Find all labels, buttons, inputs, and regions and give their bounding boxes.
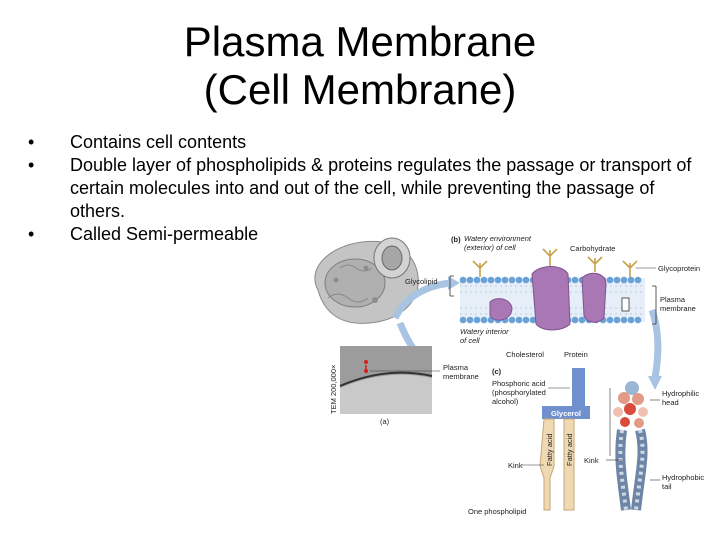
kink-label-left: Kink	[508, 461, 523, 470]
cholesterol-label: Cholesterol	[506, 350, 544, 359]
membrane-figure: (b) Watery environment (exterior) of cel…	[300, 228, 720, 528]
glycerol-block	[542, 406, 590, 419]
plasma-membrane-label: Plasma	[660, 295, 686, 304]
plasma-membrane-label-2: membrane	[660, 304, 696, 313]
fatty-acid-tail	[539, 418, 555, 511]
bullet-item: • Called Semi-permeable	[22, 223, 702, 246]
hydrophilic-head-label-2: head	[662, 398, 679, 407]
glycolipid-label: Glycolipid	[405, 277, 438, 286]
glycoprotein-label: Glycoprotein	[658, 264, 700, 273]
electron-micrograph	[339, 346, 433, 414]
title-line-1: Plasma Membrane	[183, 18, 537, 65]
phospholipid-model	[613, 381, 648, 511]
membrane-protein	[531, 266, 571, 331]
watery-environment-label: Watery environment	[464, 234, 532, 243]
lipid-bilayer	[459, 248, 645, 331]
protein-label: Protein	[564, 350, 588, 359]
bullet-text: Contains cell contents	[70, 132, 247, 152]
membrane-figure-svg: (b) Watery environment (exterior) of cel…	[314, 234, 704, 516]
phosphoric-acid-label-2: (phosphorylated	[492, 388, 546, 397]
bullet-dot: •	[28, 224, 35, 244]
micrograph-scale-label: TEM 200,000×	[329, 365, 338, 414]
fatty-acid-tail	[563, 418, 575, 511]
hydrophobic-tail-label: Hydrophobic	[662, 473, 704, 482]
phosphate-block	[572, 368, 585, 406]
watery-interior-label-2: of cell	[460, 336, 480, 345]
panel-a-label: (a)	[380, 417, 390, 426]
carbohydrate-chains	[472, 248, 638, 277]
fatty-acid-label-2: Fatty acid	[565, 433, 574, 466]
zoom-arrow-top	[391, 279, 451, 320]
panel-c-label: (c)	[492, 367, 502, 376]
bullet-item: • Contains cell contents	[22, 131, 702, 154]
bullet-text: Double layer of phospholipids & proteins…	[70, 155, 692, 221]
watery-interior-label: Watery interior	[460, 327, 509, 336]
plasma-membrane-micro-label-2: membrane	[443, 372, 479, 381]
bullet-item: • Double layer of phospholipids & protei…	[22, 154, 702, 223]
carbohydrate-label: Carbohydrate	[570, 244, 615, 253]
bullet-list: • Contains cell contents • Double layer …	[22, 131, 702, 246]
kink-label-right: Kink	[584, 456, 599, 465]
plasma-membrane-micro-label: Plasma	[443, 363, 469, 372]
bullet-text: Called Semi-permeable	[70, 224, 259, 244]
glycerol-label: Glycerol	[551, 409, 581, 418]
panel-b-label: (b)	[451, 235, 461, 244]
phosphoric-acid-label: Phosphoric acid	[492, 379, 545, 388]
zoom-arrow-right	[648, 308, 662, 379]
title-line-2: (Cell Membrane)	[203, 66, 517, 113]
bullet-dot: •	[28, 132, 35, 152]
membrane-protein	[581, 272, 607, 323]
membrane-protein	[489, 298, 513, 321]
phosphoric-acid-label-3: alcohol)	[492, 397, 519, 406]
watery-environment-label-2: (exterior) of cell	[464, 243, 516, 252]
cell-illustration	[314, 237, 419, 324]
hydrophilic-head-label: Hydrophilic	[662, 389, 699, 398]
slide-title: Plasma Membrane (Cell Membrane)	[0, 18, 720, 114]
bullet-dot: •	[28, 155, 35, 175]
one-phospholipid-label: One phospholipid	[468, 507, 526, 516]
fatty-acid-label: Fatty acid	[545, 433, 554, 466]
hydrophobic-tail-label-2: tail	[662, 482, 672, 491]
